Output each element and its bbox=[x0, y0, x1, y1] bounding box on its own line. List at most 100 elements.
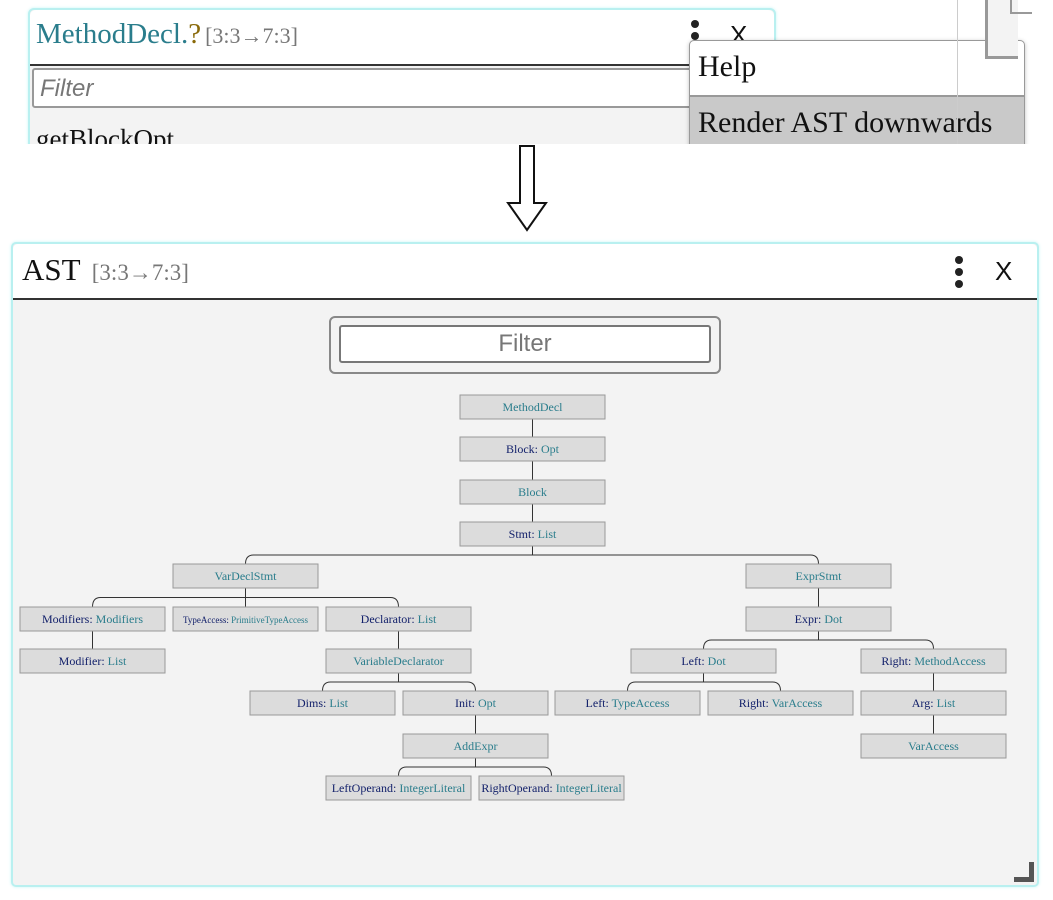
ast-node-text: RightOperand: IntegerLiteral bbox=[481, 781, 622, 795]
ast-node-type: Opt bbox=[478, 696, 497, 710]
ast-node-text: Modifiers: Modifiers bbox=[42, 612, 143, 626]
menu-item-render-ast-downwards[interactable]: Render AST downwards bbox=[690, 95, 1024, 144]
ast-node-text: TypeAccess: PrimitiveTypeAccess bbox=[183, 615, 308, 625]
top-window-crop: MethodDecl.?[3:3→7:3] X Filter getBlockO… bbox=[0, 0, 1053, 144]
ast-node[interactable]: VarAccess bbox=[860, 733, 1007, 759]
ast-node[interactable]: LeftOperand: IntegerLiteral bbox=[325, 775, 472, 801]
ast-node-box bbox=[249, 690, 396, 716]
ast-node[interactable]: Declarator: List bbox=[325, 606, 472, 632]
ast-title-text: AST bbox=[22, 252, 81, 287]
resize-handle-icon[interactable] bbox=[1014, 862, 1034, 882]
ast-node-type: TypeAccess bbox=[612, 696, 670, 710]
ast-node-separator: : bbox=[226, 615, 231, 625]
ast-node-text: Left: Dot bbox=[681, 654, 726, 668]
ast-node-label: Dims bbox=[297, 696, 323, 710]
ast-node-type: MethodAccess bbox=[914, 654, 986, 668]
ast-node-text: AddExpr bbox=[454, 739, 498, 753]
ast-node-box bbox=[745, 563, 892, 589]
ast-node-label: Stmt bbox=[509, 527, 532, 541]
ast-node-text: Expr: Dot bbox=[795, 612, 843, 626]
ast-node-text: Modifier: List bbox=[59, 654, 127, 668]
down-arrow-icon bbox=[506, 145, 548, 232]
ast-node-separator: : bbox=[535, 442, 541, 456]
ast-node[interactable]: Stmt: List bbox=[459, 521, 606, 547]
ast-node-label: Left bbox=[586, 696, 607, 710]
ast-node-text: Right: VarAccess bbox=[739, 696, 823, 710]
ast-node-type: List bbox=[329, 696, 348, 710]
ast-node-box bbox=[459, 479, 606, 505]
ast-node-text: LeftOperand: IntegerLiteral bbox=[332, 781, 466, 795]
ast-node[interactable]: Dims: List bbox=[249, 690, 396, 716]
ast-node-box bbox=[19, 606, 166, 632]
ast-node[interactable]: VariableDeclarator bbox=[325, 648, 472, 674]
method-decl-window: MethodDecl.?[3:3→7:3] X Filter getBlockO… bbox=[28, 8, 776, 144]
ast-node-box bbox=[707, 690, 854, 716]
ast-node-type: VarDeclStmt bbox=[215, 569, 278, 583]
ast-node[interactable]: Block: Opt bbox=[459, 436, 606, 462]
method-decl-window-header: MethodDecl.?[3:3→7:3] X bbox=[30, 10, 774, 66]
ast-node[interactable]: Right: VarAccess bbox=[707, 690, 854, 716]
ast-node-type: Dot bbox=[824, 612, 843, 626]
close-button[interactable]: X bbox=[995, 256, 1013, 286]
tree-connector bbox=[398, 758, 552, 777]
ast-node[interactable]: Block bbox=[459, 479, 606, 505]
ast-node-type: Block bbox=[518, 485, 547, 499]
background-window-fragment bbox=[985, 0, 1018, 59]
kebab-menu-icon[interactable] bbox=[954, 256, 964, 292]
ast-window-header: AST [3:3→7:3] X bbox=[13, 244, 1037, 300]
ast-node[interactable]: RightOperand: IntegerLiteral bbox=[478, 775, 625, 801]
ast-node[interactable]: Left: Dot bbox=[630, 648, 777, 674]
ast-node-box bbox=[860, 648, 1007, 674]
ast-node[interactable]: Modifiers: Modifiers bbox=[19, 606, 166, 632]
ast-node-label: Modifiers bbox=[42, 612, 90, 626]
ast-node[interactable]: Expr: Dot bbox=[745, 606, 892, 632]
ast-node-type: VarAccess bbox=[908, 739, 959, 753]
ast-node-text: Block: Opt bbox=[506, 442, 560, 456]
ast-node-box bbox=[325, 648, 472, 674]
tree-connector bbox=[627, 673, 781, 692]
ast-node-text: MethodDecl bbox=[503, 400, 564, 414]
ast-node[interactable]: AddExpr bbox=[402, 733, 549, 759]
ast-node-type: List bbox=[937, 696, 956, 710]
ast-node[interactable]: Right: MethodAccess bbox=[860, 648, 1007, 674]
ast-node-text: Right: MethodAccess bbox=[881, 654, 986, 668]
ast-node[interactable]: VarDeclStmt bbox=[172, 563, 319, 589]
menu-item-help[interactable]: Help bbox=[698, 50, 757, 83]
ast-node-type: Modifiers bbox=[96, 612, 144, 626]
ast-node-text: Dims: List bbox=[297, 696, 349, 710]
ast-node[interactable]: TypeAccess: PrimitiveTypeAccess bbox=[172, 606, 319, 632]
top-filter-input[interactable]: Filter bbox=[32, 68, 732, 108]
tree-connector bbox=[322, 673, 476, 692]
ast-node-label: Block bbox=[506, 442, 535, 456]
ast-node[interactable]: Init: Opt bbox=[402, 690, 549, 716]
ast-node-label: Expr bbox=[795, 612, 818, 626]
ast-filter-input[interactable]: Filter bbox=[339, 325, 711, 363]
ast-node-separator: : bbox=[393, 781, 399, 795]
ast-node-box bbox=[325, 775, 472, 801]
ast-node-type: ExprStmt bbox=[795, 569, 842, 583]
ast-node-box bbox=[402, 733, 549, 759]
ast-node[interactable]: Modifier: List bbox=[19, 648, 166, 674]
ast-node-separator: : bbox=[101, 654, 107, 668]
ast-node-text: VarDeclStmt bbox=[215, 569, 278, 583]
ast-node-box bbox=[745, 606, 892, 632]
ast-node-type: VariableDeclarator bbox=[353, 654, 444, 668]
ast-node[interactable]: Left: TypeAccess bbox=[554, 690, 701, 716]
ast-node-type: IntegerLiteral bbox=[399, 781, 466, 795]
ast-node-type: List bbox=[418, 612, 437, 626]
ast-node[interactable]: ExprStmt bbox=[745, 563, 892, 589]
ast-node-separator: : bbox=[472, 696, 478, 710]
property-list-item[interactable]: getBlockOpt bbox=[36, 124, 174, 144]
ast-node-type: PrimitiveTypeAccess bbox=[231, 615, 308, 625]
ast-node-box bbox=[860, 733, 1007, 759]
background-window-fragment-2 bbox=[1010, 0, 1032, 14]
ast-title-range: [3:3→7:3] bbox=[91, 260, 189, 285]
tree-connector bbox=[92, 588, 399, 608]
ast-node-label: RightOperand bbox=[481, 781, 549, 795]
ast-node-separator: : bbox=[908, 654, 914, 668]
ast-node[interactable]: MethodDecl bbox=[459, 394, 606, 420]
title-dot: . bbox=[180, 18, 189, 50]
ast-node[interactable]: Arg: List bbox=[860, 690, 1007, 716]
